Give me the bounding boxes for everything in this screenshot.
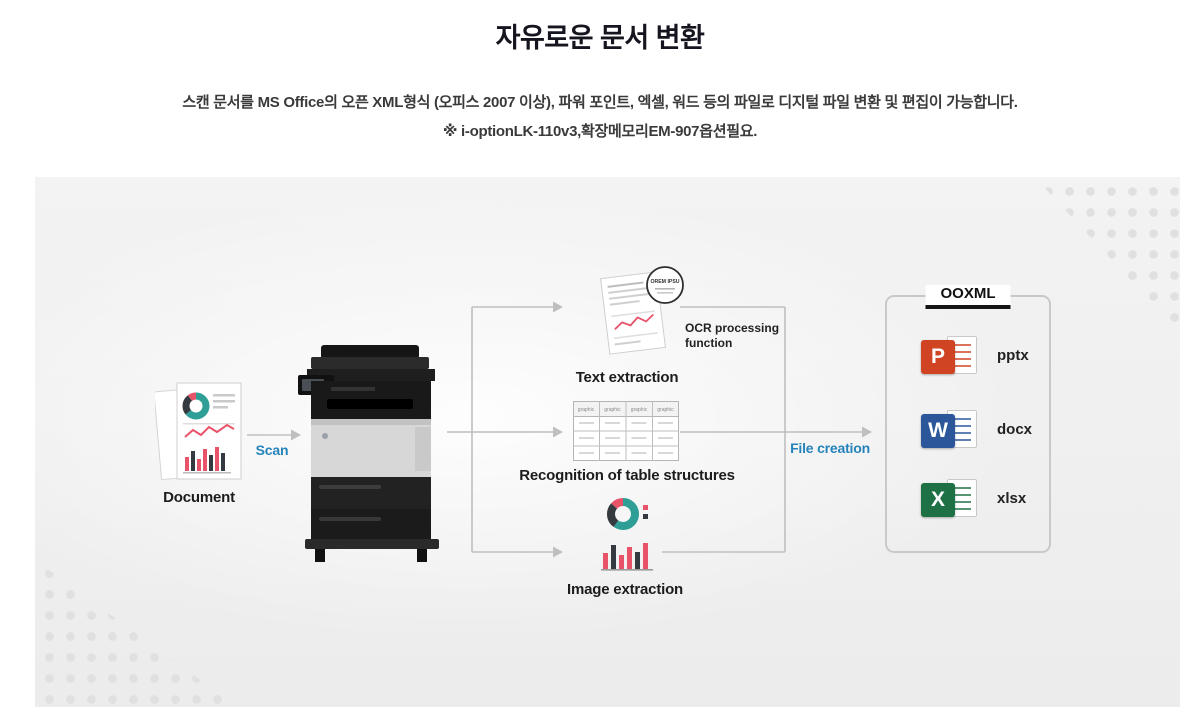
text-extraction-icon: OREM IPSU bbox=[593, 263, 698, 358]
powerpoint-tile: P bbox=[921, 340, 955, 374]
svg-text:graphic: graphic bbox=[578, 407, 595, 413]
file-creation-label: File creation bbox=[790, 440, 870, 456]
excel-tile: X bbox=[921, 483, 955, 517]
ocr-note-line-2: function bbox=[685, 336, 733, 350]
docx-label: docx bbox=[997, 420, 1033, 438]
ooxml-box: OOXML P pptx W docx X bbox=[885, 285, 1051, 553]
word-tile: W bbox=[921, 414, 955, 448]
description-line-1: 스캔 문서를 MS Office의 오픈 XML형식 (오피스 2007 이상)… bbox=[182, 94, 1018, 111]
ocr-note: OCR processing function bbox=[685, 321, 779, 351]
magnifier-text: OREM IPSU bbox=[650, 279, 679, 285]
word-icon: W bbox=[921, 407, 977, 451]
table-structure-icon: graphic graphic graphic graphic bbox=[573, 401, 679, 461]
xlsx-label: xlsx bbox=[997, 489, 1027, 507]
diagram-panel: Document Scan bbox=[35, 177, 1180, 707]
svg-text:graphic: graphic bbox=[631, 407, 648, 413]
ocr-note-line-1: OCR processing bbox=[685, 321, 780, 335]
page-title: 자유로운 문서 변환 bbox=[495, 23, 705, 53]
header: 자유로운 문서 변환 스캔 문서를 MS Office의 오픈 XML형식 (오… bbox=[0, 16, 1200, 141]
document-label: Document bbox=[163, 489, 235, 506]
excel-icon: X bbox=[921, 476, 977, 520]
description-line-2: ※ i-optionLK-110v3,확장메모리EM-907옵션필요. bbox=[442, 123, 758, 140]
pptx-label: pptx bbox=[997, 346, 1029, 364]
document-icon bbox=[153, 377, 245, 485]
svg-text:graphic: graphic bbox=[604, 407, 621, 413]
page: 자유로운 문서 변환 스캔 문서를 MS Office의 오픈 XML형식 (오… bbox=[0, 16, 1200, 725]
powerpoint-icon: P bbox=[921, 333, 977, 377]
connector-lines bbox=[247, 301, 872, 558]
svg-text:graphic: graphic bbox=[657, 407, 674, 413]
printer-icon bbox=[297, 339, 447, 564]
ooxml-label: OOXML bbox=[925, 285, 1011, 309]
output-row-xlsx: X xlsx bbox=[921, 476, 1026, 520]
output-row-docx: W docx bbox=[921, 407, 1032, 451]
text-extraction-label: Text extraction bbox=[575, 369, 679, 386]
table-recognition-label: Recognition of table structures bbox=[519, 467, 735, 484]
output-row-pptx: P pptx bbox=[921, 333, 1029, 377]
scan-label: Scan bbox=[255, 442, 289, 458]
image-extraction-icon bbox=[597, 497, 659, 575]
image-extraction-label: Image extraction bbox=[566, 581, 684, 598]
